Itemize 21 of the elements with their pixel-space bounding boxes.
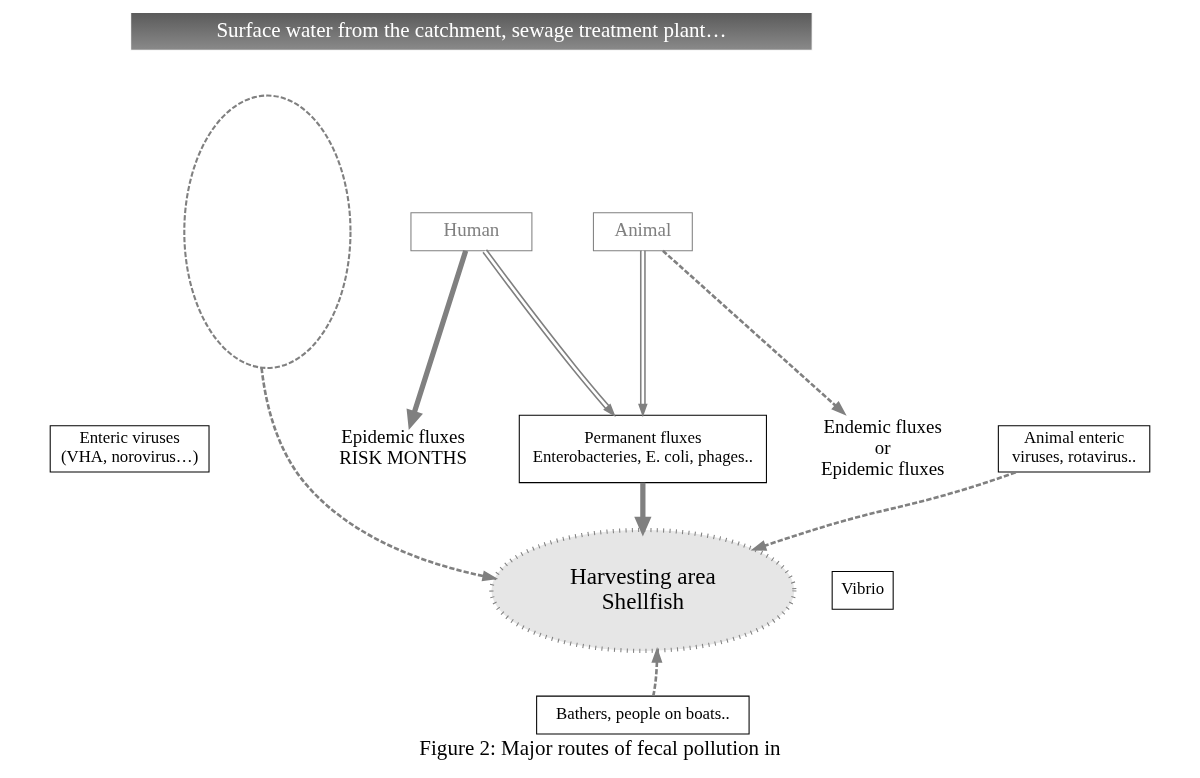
node-box: Human: [410, 212, 533, 252]
node-box: Surface water from the catchment, sewage treatment plant…: [130, 11, 813, 51]
arrow: [482, 248, 616, 417]
node-text: Epidemic fluxes RISK MONTHS: [339, 426, 467, 469]
arrow: [651, 646, 663, 697]
node-box: Animal enteric viruses, rotavirus..: [997, 425, 1151, 473]
arrow: [634, 482, 652, 537]
node-box: Vibrio: [831, 570, 894, 610]
node-ellipse: Harvesting area Shellfish: [489, 527, 797, 653]
node-ellipse: [183, 94, 352, 370]
node-box: Bathers, people on boats..: [536, 695, 750, 735]
node-box: Permanent fluxes Enterobacteries, E. coli, phages..: [518, 414, 767, 484]
arrow: [750, 471, 1017, 551]
caption: Figure 2: Major routes of fecal pollution in: [419, 736, 781, 760]
arrow: [406, 250, 469, 430]
node-box: Enteric viruses (VHA, norovirus…): [49, 425, 210, 473]
node-box: Animal: [592, 212, 693, 252]
node-text: Endemic fluxes or Epidemic fluxes: [820, 415, 945, 479]
arrow: [638, 250, 648, 418]
arrow: [662, 249, 847, 416]
arrow: [260, 367, 499, 582]
